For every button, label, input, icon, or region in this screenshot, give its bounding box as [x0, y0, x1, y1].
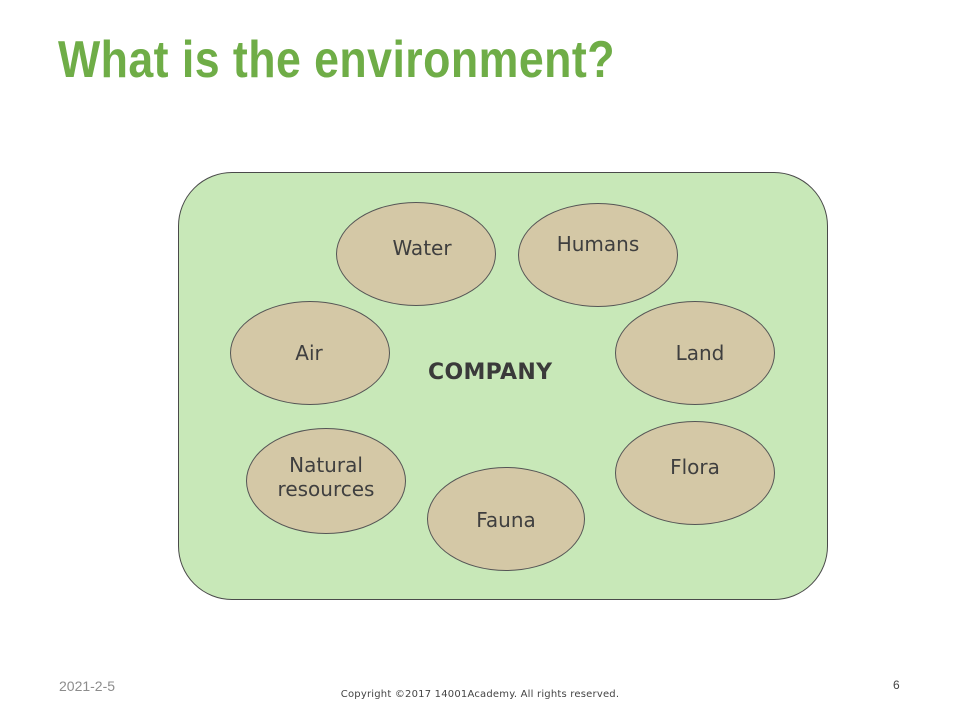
slide-title: What is the environment?: [58, 31, 615, 89]
footer-date: 2021-2-5: [59, 678, 116, 694]
flora-ellipse: Flora: [615, 421, 775, 525]
flora-label: Flora: [670, 455, 720, 479]
fauna-ellipse: Fauna: [427, 467, 585, 571]
natural-resources-label-line2: resources: [277, 477, 375, 501]
humans-ellipse: Humans: [518, 203, 678, 307]
air-label: Air: [295, 341, 323, 365]
water-ellipse: Water: [336, 202, 496, 306]
land-ellipse: Land: [615, 301, 775, 405]
footer-copyright: Copyright ©2017 14001Academy. All rights…: [0, 689, 960, 700]
land-label: Land: [675, 341, 725, 365]
water-label: Water: [392, 236, 452, 260]
company-label: COMPANY: [428, 360, 553, 385]
natural-resources-label-line1: Natural: [289, 453, 363, 477]
page-number: 6: [893, 678, 900, 692]
natural-resources-ellipse: Natural resources: [246, 428, 406, 534]
air-ellipse: Air: [230, 301, 390, 405]
humans-label: Humans: [556, 232, 640, 256]
fauna-label: Fauna: [476, 508, 536, 532]
copyright-text: Copyright ©2017 14001Academy. All rights…: [340, 689, 620, 700]
